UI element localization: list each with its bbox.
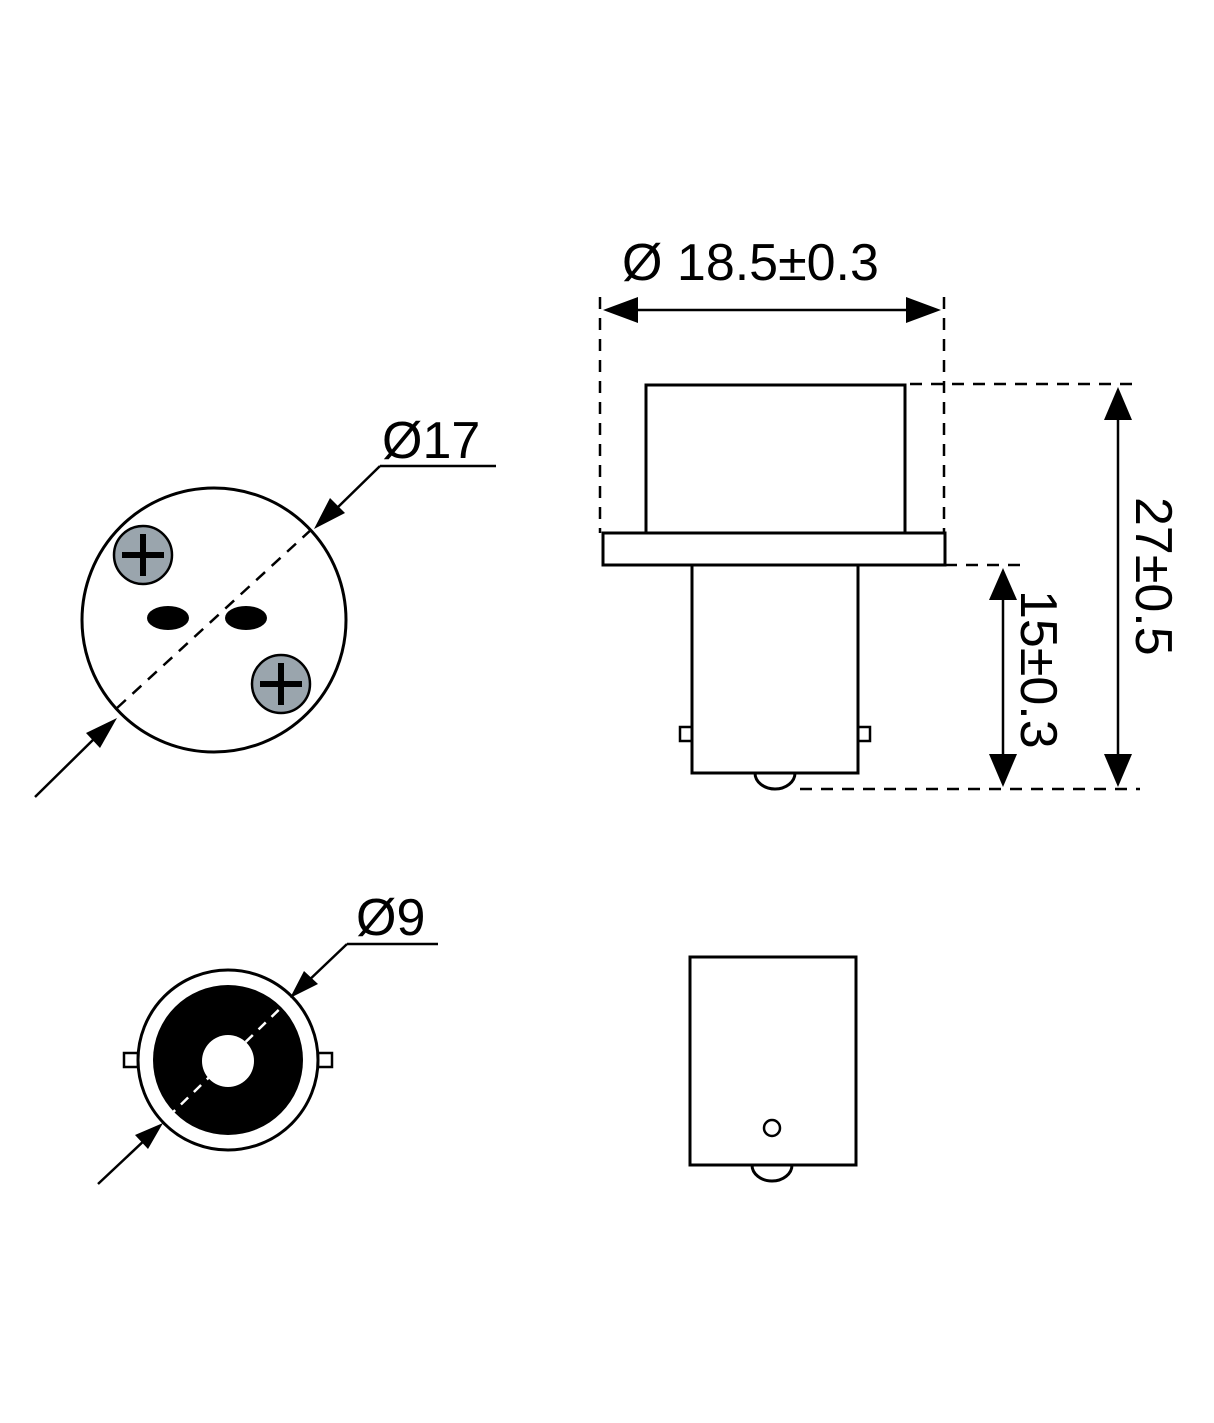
lamp-flange (601, 531, 947, 567)
arrow-icon (135, 1123, 163, 1149)
arrow-icon (290, 971, 318, 998)
total-height-label: 27±0.5 (1124, 497, 1182, 656)
contact-pin (147, 606, 189, 630)
top-diameter-label: Ø17 (382, 412, 480, 470)
top-view: Ø17 (34, 412, 496, 798)
lamp-body (644, 383, 907, 535)
arrow-icon (603, 297, 638, 323)
bayonet-pin (678, 725, 694, 743)
lamp-base (690, 563, 860, 775)
tip-contact (750, 1164, 794, 1183)
bottom-diameter-label: Ø9 (356, 889, 425, 947)
tip-contact (753, 772, 797, 791)
bayonet-pin (856, 725, 872, 743)
contact-pin (225, 606, 267, 630)
base-height-label: 15±0.3 (1009, 590, 1067, 749)
bayonet-pin-hole (762, 1118, 782, 1138)
bottom-view: Ø9 (97, 889, 438, 1185)
bayonet-pin (316, 1051, 334, 1069)
center-contact (202, 1035, 254, 1087)
arrow-icon (989, 754, 1017, 787)
arrow-icon (86, 718, 117, 748)
arrow-icon (1104, 754, 1132, 787)
arrow-icon (1104, 387, 1132, 420)
lamp-outline-circle (80, 486, 348, 754)
arrow-icon (314, 498, 345, 529)
diameter-line (116, 527, 314, 709)
arrow-icon (906, 297, 941, 323)
width-label: Ø 18.5±0.3 (622, 234, 879, 292)
phillips-screw-icon (250, 653, 312, 715)
base-body (688, 955, 858, 1167)
bayonet-pin (122, 1051, 140, 1069)
side-view: Ø 18.5±0.3 27±0.5 15±0.3 (598, 234, 1182, 791)
phillips-screw-icon (112, 524, 174, 586)
arrow-icon (989, 568, 1017, 600)
base-side-view (688, 955, 858, 1183)
